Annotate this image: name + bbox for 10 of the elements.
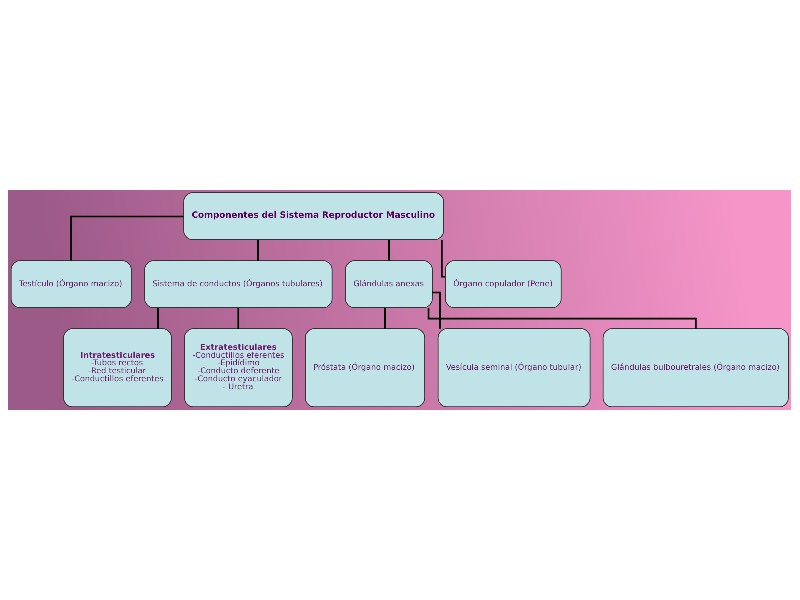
connector bbox=[432, 292, 442, 329]
connector bbox=[157, 308, 160, 329]
connector bbox=[70, 216, 184, 261]
connector bbox=[384, 308, 386, 329]
connector bbox=[428, 308, 697, 329]
node-box: Componentes del Sistema Reproductor Masculino bbox=[184, 192, 444, 240]
connector bbox=[441, 240, 446, 278]
connector bbox=[238, 308, 240, 329]
connector bbox=[388, 240, 390, 261]
connector bbox=[257, 240, 260, 261]
